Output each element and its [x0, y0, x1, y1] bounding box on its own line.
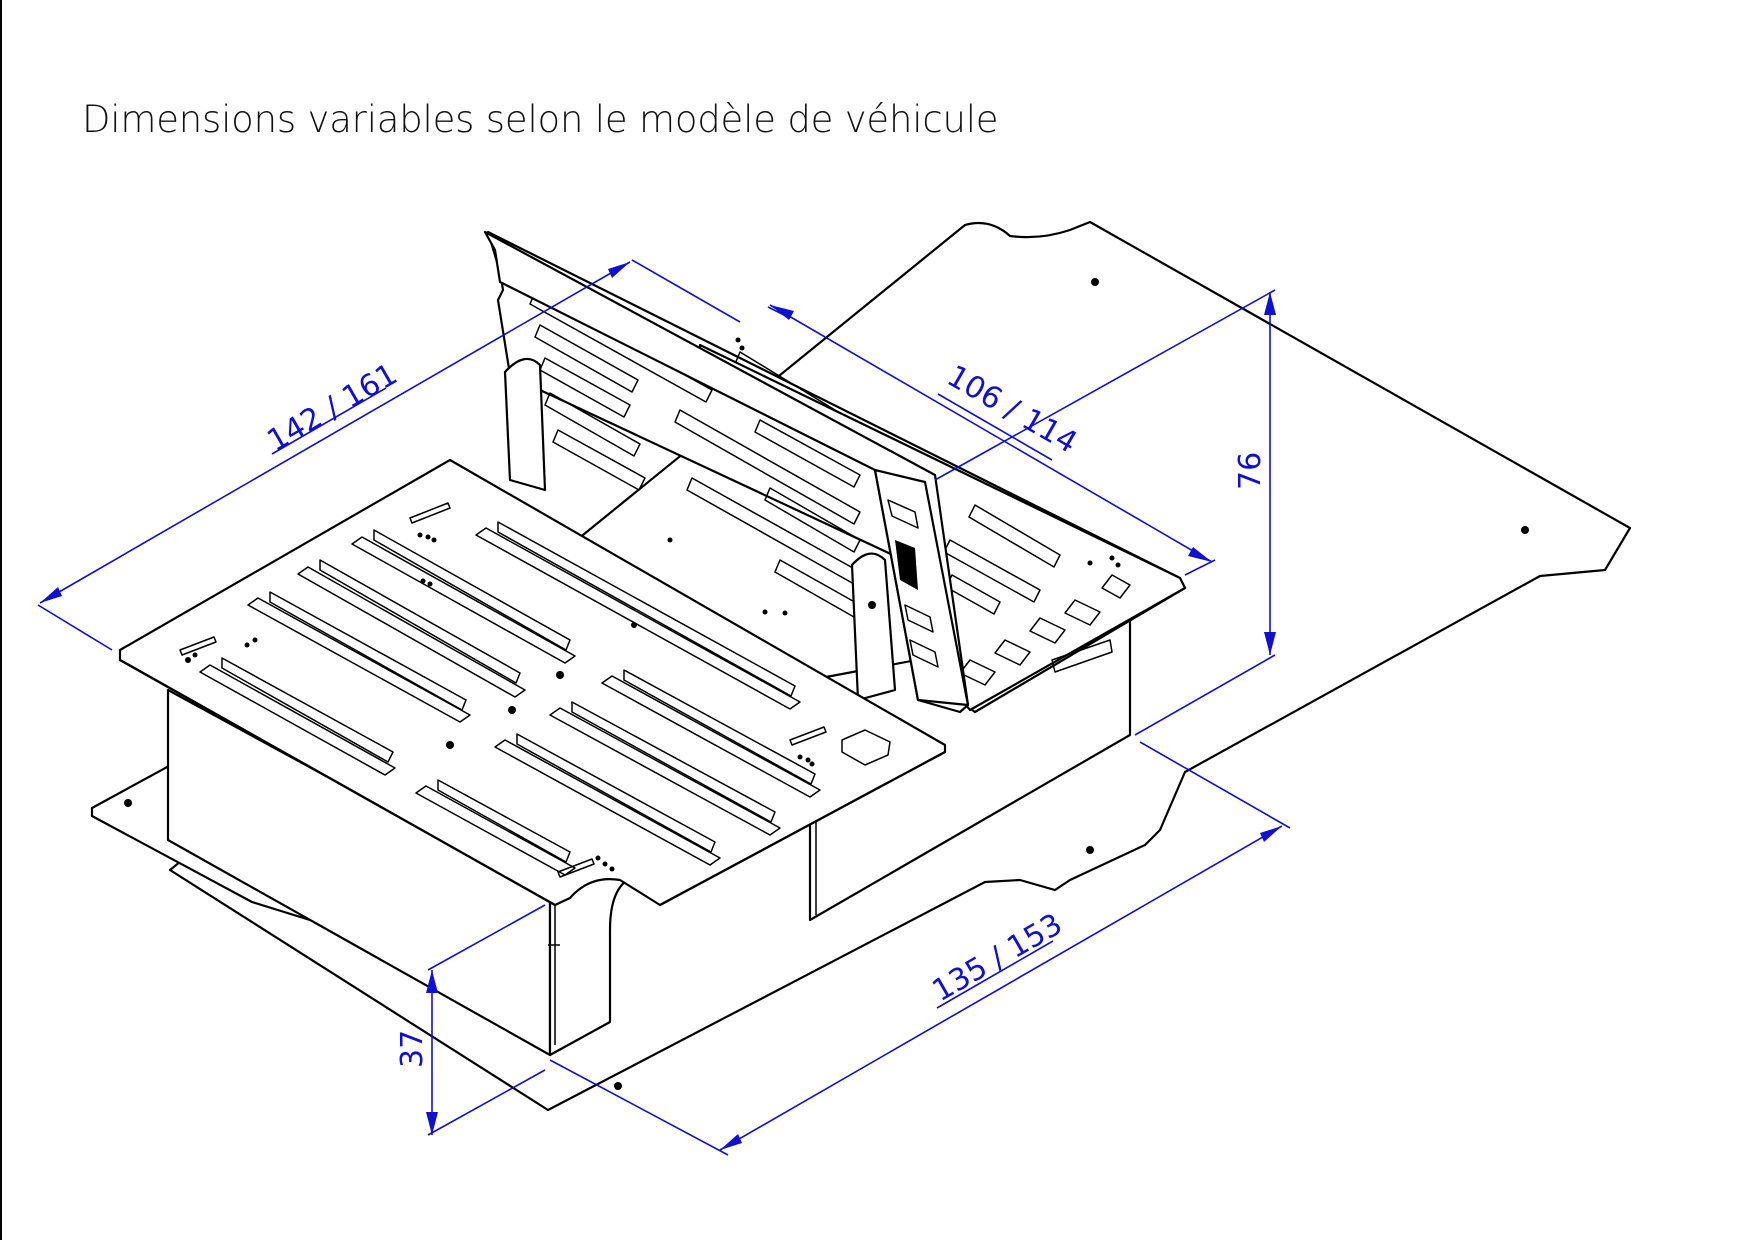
brand-logo	[895, 540, 918, 590]
top-plate	[118, 458, 947, 907]
dim-width-label: 135 / 153	[927, 907, 1069, 1009]
dim-height-total-label: 76	[1233, 452, 1268, 490]
dim-length-underline	[271, 387, 387, 455]
side-brackets	[503, 357, 897, 702]
dimension-lines	[37, 259, 1291, 1156]
dim-height-base-label: 37	[395, 1030, 430, 1068]
front-tilted-panel	[483, 230, 970, 714]
drawing-title: Dimensions variables selon le modèle de …	[82, 98, 999, 141]
dim-width-underline	[936, 940, 1054, 1009]
lower-cabinet	[166, 618, 1132, 1057]
dim-depth-underline	[937, 393, 1053, 461]
dim-length-label: 142 / 161	[262, 357, 404, 459]
